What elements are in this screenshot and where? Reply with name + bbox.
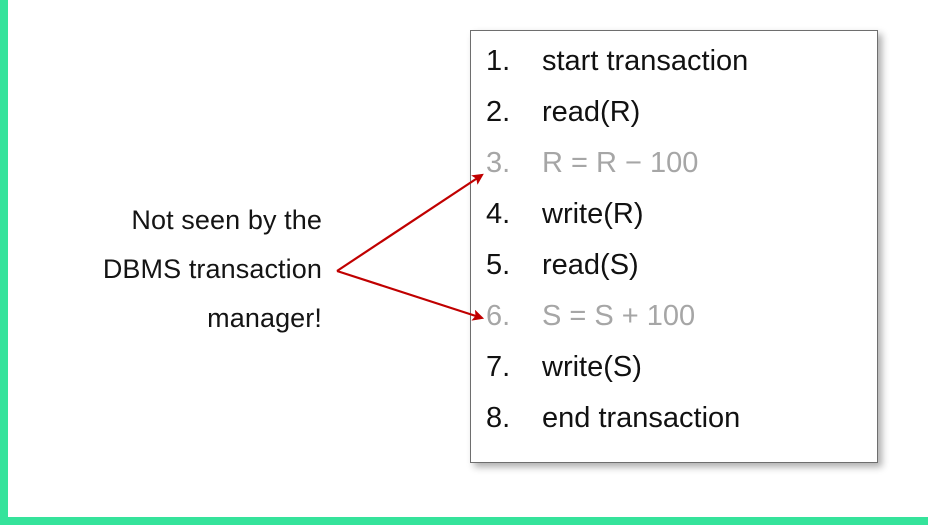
transaction-steps-box: 1. start transaction 2. read(R) 3. R = R… — [470, 30, 878, 463]
step-number: 8. — [486, 402, 511, 434]
caption-line-2: DBMS transaction — [102, 254, 322, 284]
step-item-8: 8. end transaction — [486, 402, 877, 453]
step-item-4: 4. write(R) — [486, 198, 877, 249]
step-text: read(S) — [542, 249, 639, 281]
step-number: 6. — [486, 300, 511, 332]
step-text: S = S + 100 — [542, 300, 696, 332]
arrow-to-step-3-icon — [336, 173, 484, 272]
step-number: 3. — [486, 147, 511, 179]
step-item-3: 3. R = R − 100 — [486, 147, 877, 198]
step-number: 7. — [486, 351, 511, 383]
caption-line-1: Not seen by the — [131, 205, 322, 235]
step-text: write(R) — [542, 198, 644, 230]
step-number: 4. — [486, 198, 511, 230]
step-text: start transaction — [542, 45, 749, 77]
step-number: 2. — [486, 96, 511, 128]
caption-line-3: manager! — [207, 303, 322, 333]
step-item-1: 1. start transaction — [486, 45, 877, 96]
step-item-2: 2. read(R) — [486, 96, 877, 147]
step-text: R = R − 100 — [542, 147, 699, 179]
green-frame-bottom-bar — [0, 517, 928, 525]
step-text: write(S) — [542, 351, 642, 383]
arrow-to-step-6-icon — [336, 269, 485, 321]
step-number: 5. — [486, 249, 511, 281]
step-item-5: 5. read(S) — [486, 249, 877, 300]
annotation-callout: Not seen by the DBMS transaction manager… — [22, 196, 322, 343]
step-number: 1. — [486, 45, 511, 77]
step-item-7: 7. write(S) — [486, 351, 877, 402]
step-text: end transaction — [542, 402, 741, 434]
green-frame-left-bar — [0, 0, 8, 525]
step-text: read(R) — [542, 96, 641, 128]
step-item-6: 6. S = S + 100 — [486, 300, 877, 351]
transaction-steps-list: 1. start transaction 2. read(R) 3. R = R… — [486, 45, 877, 453]
